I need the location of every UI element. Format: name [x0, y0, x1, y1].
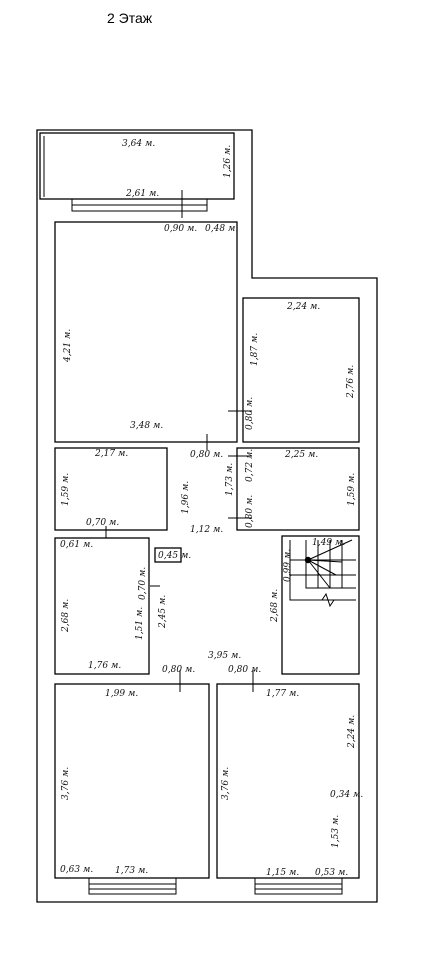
- dim-room7-115: 1,15 м.: [266, 868, 299, 878]
- dim-stair-149: 1,49 м.: [312, 538, 345, 548]
- dim-balcony-door: 2,61 м.: [125, 189, 159, 199]
- dim-room1-width: 3,48 м.: [130, 421, 163, 431]
- dim-hall-196: 1,96 м.: [181, 481, 191, 514]
- dim-wall-090: 0,90 м.: [164, 224, 197, 234]
- dim-hall-112: 1,12 м.: [190, 525, 223, 535]
- dim-wall-070b: 0,70 м.: [138, 567, 148, 600]
- room-6: [54, 683, 210, 879]
- dim-room7-153: 1,53 м.: [331, 815, 341, 848]
- dim-room6-width: 1,99 м.: [105, 689, 138, 699]
- staircase: [289, 539, 356, 608]
- dim-room5-151: 1,51 м.: [135, 607, 145, 640]
- dim-hall-072: 0,72 м.: [245, 449, 255, 482]
- dim-room5-height: 2,68 м.: [61, 599, 71, 633]
- stair-pivot-icon: [304, 556, 312, 564]
- dim-wall-061: 0,61 м.: [60, 540, 93, 550]
- dim-hall-245: 2,45 м.: [158, 595, 168, 629]
- dim-room4-width: 2,25 м.: [284, 450, 318, 460]
- window-bottom-right: [254, 877, 343, 895]
- floor-title: 2 Этаж: [107, 10, 153, 26]
- dim-room2-width: 2,24 м.: [286, 302, 320, 312]
- room-2: [242, 297, 360, 443]
- dim-room3-width: 2,17 м.: [94, 449, 128, 459]
- dim-room4-height: 1,59 м.: [347, 473, 357, 506]
- balcony: [39, 132, 235, 200]
- window-bottom-left: [88, 877, 177, 895]
- room-3: [54, 447, 168, 531]
- dim-room5-width: 1,76 м.: [88, 661, 121, 671]
- dim-room7-height: 3,76 м.: [221, 767, 231, 800]
- room-7: [216, 683, 360, 879]
- dim-room6-height: 3,76 м.: [61, 767, 71, 800]
- dim-room6-173: 1,73 м.: [115, 866, 148, 876]
- dim-room7-034: 0,34 м.: [330, 790, 363, 800]
- dim-room1-height: 4,21 м.: [63, 329, 73, 363]
- dim-stair-099: 0,99 м.: [283, 549, 293, 582]
- dim-room1-door: 0,80 м.: [190, 450, 223, 460]
- dim-hall-width: 3,95 м.: [208, 651, 241, 661]
- closet: [154, 547, 182, 563]
- dim-room6-063: 0,63 м.: [60, 865, 93, 875]
- room-5: [54, 537, 150, 675]
- dim-hall-173: 1,73 м.: [225, 463, 235, 496]
- dim-wall-045: 0,45 м.: [158, 551, 191, 561]
- dim-room7-width: 1,77 м.: [266, 689, 299, 699]
- stair-block: [281, 535, 360, 675]
- dim-room2-wall: 1,87 м.: [250, 333, 260, 366]
- room-4: [236, 447, 360, 531]
- dim-balcony-width: 3,64 м.: [122, 139, 155, 149]
- room-1: [54, 221, 238, 443]
- dim-room7-053: 0,53 м.: [315, 868, 348, 878]
- dim-room6-door: 0,80 м.: [162, 665, 195, 675]
- dim-room3-height: 1,59 м.: [61, 473, 71, 506]
- dim-room4-door: 0,80 м.: [245, 495, 255, 528]
- dim-room2-door: 0,80 м.: [245, 397, 255, 430]
- dim-hall-268: 2,68 м.: [270, 589, 280, 623]
- dim-wall-048: 0,48 м.: [205, 224, 238, 234]
- dim-room7-224: 2,24 м.: [347, 715, 357, 749]
- dim-room2-height: 2,76 м.: [346, 365, 356, 399]
- dim-room7-door: 0,80 м.: [228, 665, 261, 675]
- dim-room3-door: 0,70 м.: [86, 518, 119, 528]
- dim-balcony-depth: 1,26 м.: [223, 145, 233, 178]
